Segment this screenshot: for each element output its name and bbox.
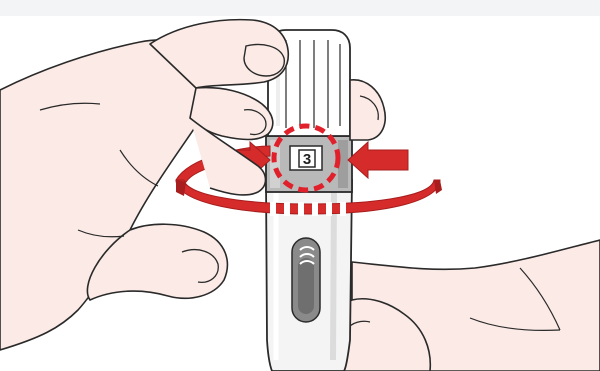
back-finger: [350, 80, 385, 140]
push-arrow-left-icon: [348, 142, 408, 178]
lower-hand: [326, 240, 600, 371]
depth-number: 3: [303, 151, 311, 168]
lancing-device: 3: [266, 30, 352, 371]
top-background-strip: [0, 0, 600, 16]
